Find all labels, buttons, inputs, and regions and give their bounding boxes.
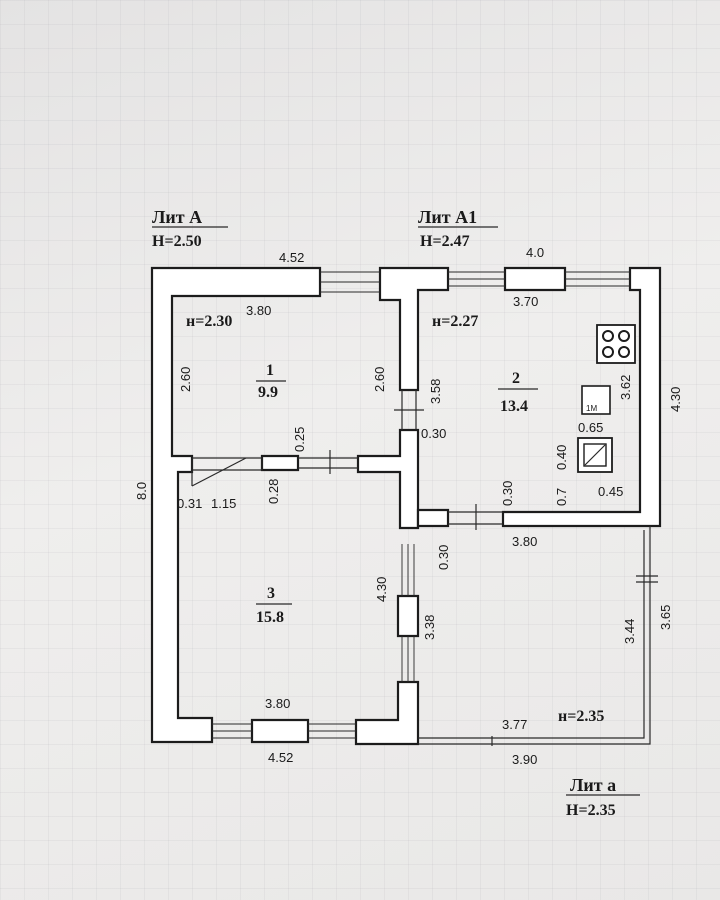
lit-a-label: Лит А [152,207,202,227]
dim-veranda-outer-h: 3.65 [658,605,673,630]
room1-number: 1 [266,362,274,379]
dim-room1-width: 3.80 [246,303,271,318]
dim-small-left: 0.31 [177,496,202,511]
lit-a-small-height: Н=2.35 [566,802,616,819]
dim-room2-bottom: 3.80 [512,534,537,549]
room2-area: 13.4 [500,398,528,415]
lit-a-height: Н=2.50 [152,233,202,250]
dimension-labels: 4.52 3.80 4.0 3.70 8.0 2.60 2.60 3.58 3.… [134,245,683,767]
room1-height: н=2.30 [186,313,232,330]
boiler-icon: 1М [581,385,611,415]
dim-bottom-lit-a: 4.52 [268,750,293,765]
dim-door-offset: 0.30 [421,426,446,441]
svg-text:1М: 1М [586,404,597,413]
dim-room2-width: 3.70 [513,294,538,309]
dim-stove-side: 0.45 [598,484,623,499]
room2-number: 2 [512,370,520,387]
furnace-icon [577,437,613,473]
dim-veranda-outer-w: 3.90 [512,752,537,767]
dim-left-outer: 8.0 [134,482,149,500]
room3-area: 15.8 [256,609,284,626]
dim-room3-window: 3.38 [422,615,437,640]
room2-height: н=2.27 [432,313,478,330]
dim-small-right: 1.15 [211,496,236,511]
lit-a1-label: Лит А1 [418,207,477,227]
dim-room1-right: 2.60 [372,367,387,392]
room1-area: 9.9 [258,384,278,401]
dim-veranda-inner-w: 3.77 [502,717,527,732]
dim-stove-width: 0.65 [578,420,603,435]
dim-partition-small: 0.25 [292,427,307,452]
stove-icon [596,324,636,364]
dim-room1-left: 2.60 [178,367,193,392]
lit-a1-height: Н=2.47 [420,233,470,250]
dim-room3-width: 3.80 [265,696,290,711]
dim-lit-a1-outer: 4.30 [668,387,683,412]
dim-door-upper: 0.30 [500,481,515,506]
dim-room2-height: 3.62 [618,375,633,400]
dim-door-lower: 0.30 [436,545,451,570]
dim-room3-height: 4.30 [374,577,389,602]
dim-step: 0.28 [266,479,281,504]
veranda-height: н=2.35 [558,708,604,725]
room3-number: 3 [267,585,275,602]
dim-top-lit-a1: 4.0 [526,245,544,260]
doors [191,390,503,530]
lit-a-small-label: Лит а [570,775,616,795]
dim-stove-gap: 0.7 [554,488,569,506]
dim-top-lit-a: 4.52 [279,250,304,265]
veranda-outline [418,526,658,746]
dim-stove-depth: 0.40 [554,445,569,470]
dim-partition: 3.58 [428,379,443,404]
dim-veranda-inner-h: 3.44 [622,619,637,644]
windows [212,271,630,739]
